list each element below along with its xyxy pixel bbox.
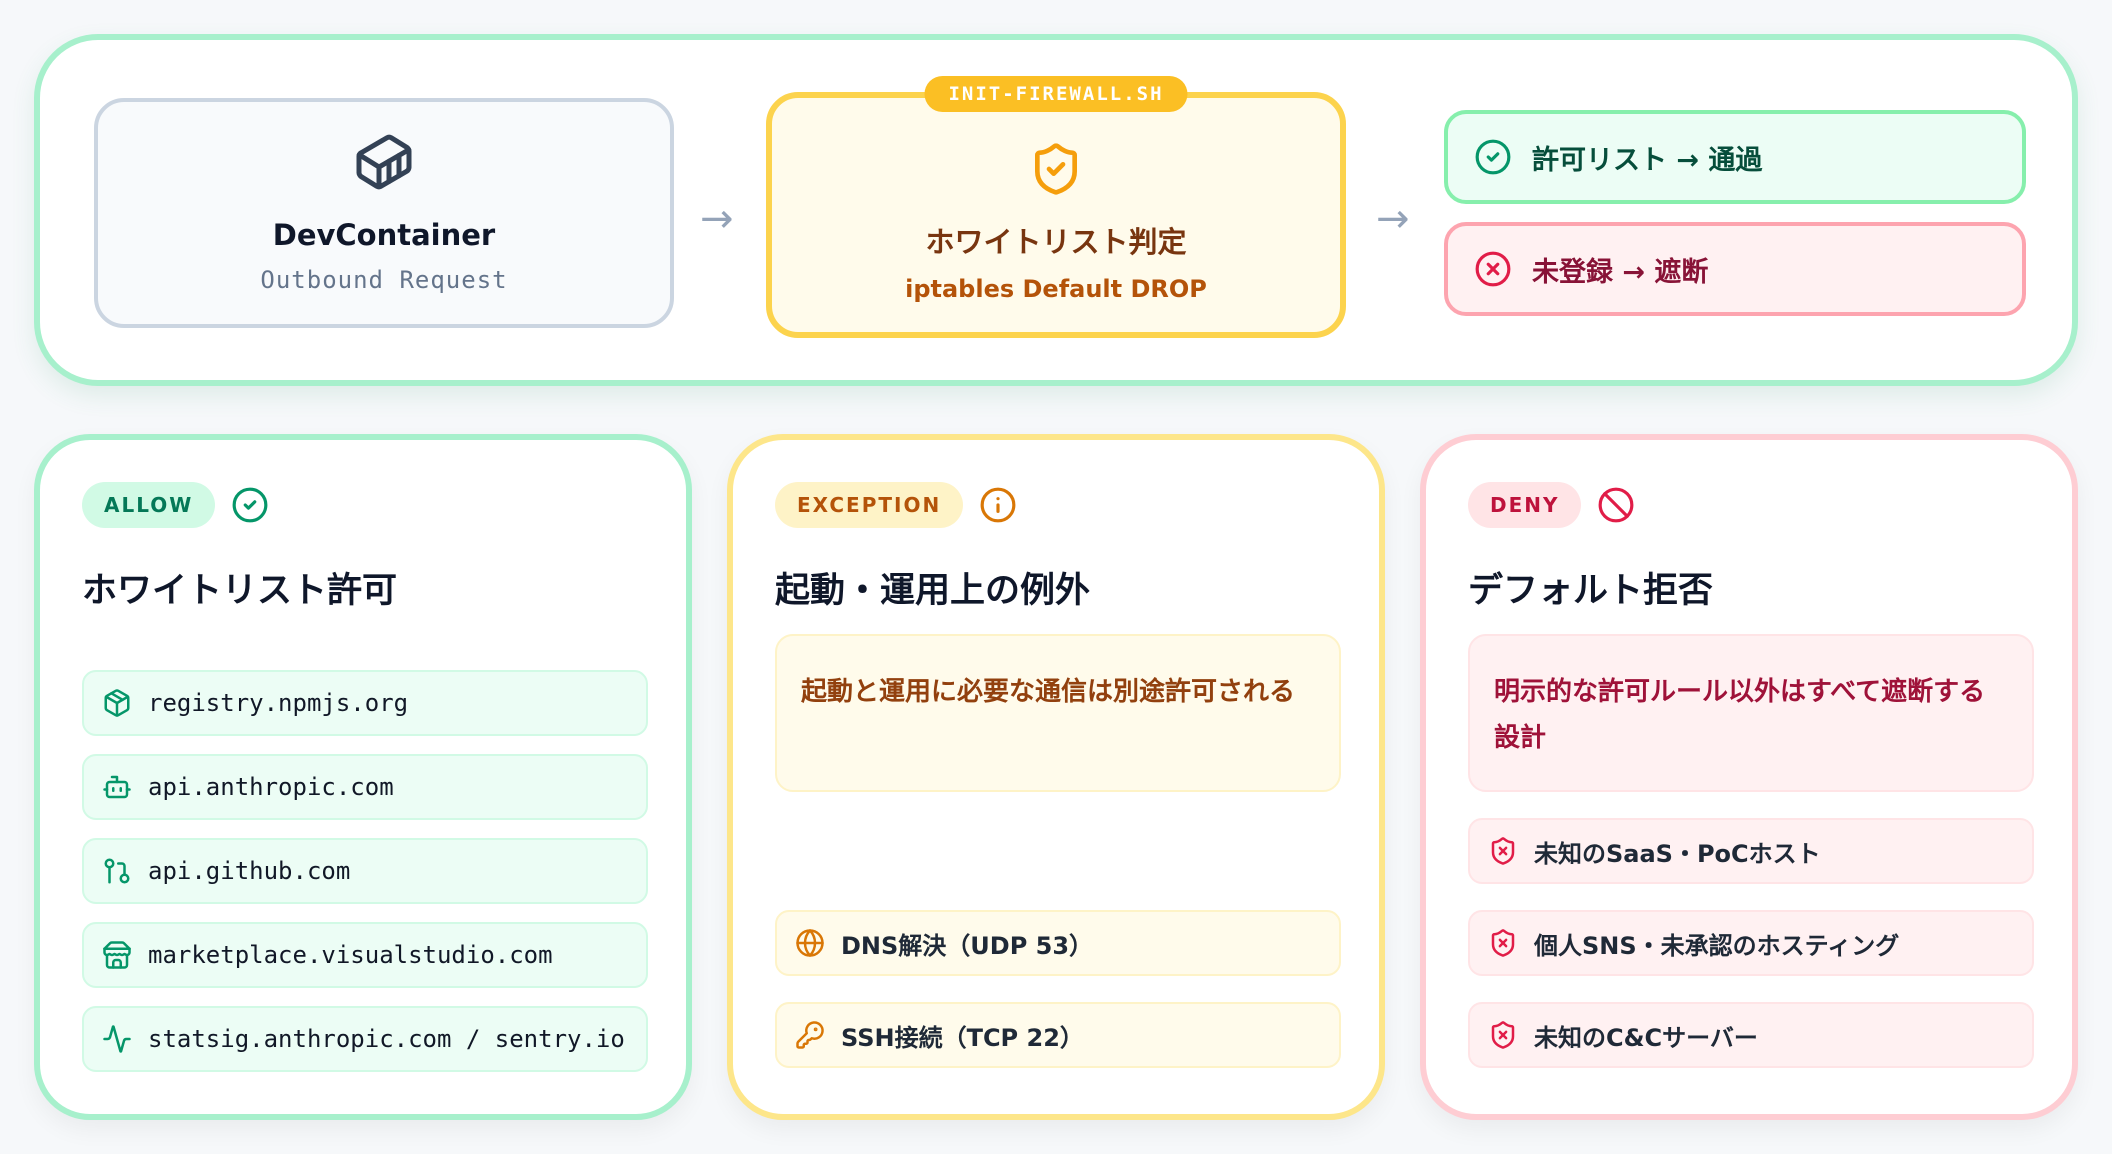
list-item-label: statsig.anthropic.com / sentry.io	[148, 1025, 625, 1053]
git-pull-request-icon	[102, 856, 132, 886]
list-item: 個人SNS・未承認のホスティング	[1468, 910, 2034, 976]
info-icon	[979, 486, 1017, 524]
devcontainer-title: DevContainer	[272, 218, 496, 252]
shield-x-icon	[1488, 1020, 1518, 1050]
list-item: marketplace.visualstudio.com	[82, 922, 648, 988]
firewall-subtitle: iptables Default DROP	[905, 275, 1207, 303]
result-deny: 未登録 → 遮断	[1444, 222, 2026, 316]
list-item-label: 個人SNS・未承認のホスティング	[1534, 931, 1900, 960]
exception-card-title: 起動・運用上の例外	[775, 571, 1091, 611]
deny-card: DENY デフォルト拒否 明示的な許可ルール以外はすべて遮断する設計 未知のSa…	[1420, 434, 2078, 1120]
devcontainer-node: DevContainer Outbound Request	[94, 98, 674, 328]
list-item: registry.npmjs.org	[82, 670, 648, 736]
allow-card: ALLOW ホワイトリスト許可 registry.npmjs.org api.a…	[34, 434, 692, 1120]
list-item-label: DNS解決（UDP 53）	[841, 931, 1094, 960]
exception-tag: EXCEPTION	[775, 482, 964, 528]
key-icon	[795, 1020, 825, 1050]
package-icon	[102, 688, 132, 718]
allow-card-title: ホワイトリスト許可	[82, 571, 398, 611]
list-item: api.anthropic.com	[82, 754, 648, 820]
result-allow: 許可リスト → 通過	[1444, 110, 2026, 204]
list-item: DNS解決（UDP 53）	[775, 910, 1341, 976]
deny-note: 明示的な許可ルール以外はすべて遮断する設計	[1468, 634, 2034, 792]
list-item-label: api.anthropic.com	[148, 773, 394, 801]
list-item: api.github.com	[82, 838, 648, 904]
x-circle-icon	[1474, 250, 1512, 288]
store-icon	[102, 940, 132, 970]
firewall-script-badge: INIT-FIREWALL.SH	[924, 76, 1188, 112]
globe-icon	[795, 928, 825, 958]
shield-x-icon	[1488, 928, 1518, 958]
list-item: 未知のSaaS・PoCホスト	[1468, 818, 2034, 884]
bot-icon	[102, 772, 132, 802]
deny-card-title: デフォルト拒否	[1468, 571, 1714, 611]
ban-icon	[1597, 486, 1635, 524]
flow-arrow: →	[1376, 196, 1410, 242]
exception-card: EXCEPTION 起動・運用上の例外 起動と運用に必要な通信は別途許可される …	[727, 434, 1385, 1120]
list-item-label: SSH接続（TCP 22）	[841, 1023, 1084, 1052]
firewall-flow-panel: DevContainer Outbound Request → INIT-FIR…	[34, 34, 2078, 386]
list-item: statsig.anthropic.com / sentry.io	[82, 1006, 648, 1072]
list-item: 未知のC&Cサーバー	[1468, 1002, 2034, 1068]
container-icon	[352, 132, 416, 196]
list-item-label: marketplace.visualstudio.com	[148, 941, 553, 969]
list-item-label: 未知のC&Cサーバー	[1534, 1023, 1758, 1052]
list-item: SSH接続（TCP 22）	[775, 1002, 1341, 1068]
allow-tag: ALLOW	[82, 482, 216, 528]
result-allow-label: 許可リスト → 通過	[1532, 144, 1763, 176]
shield-check-icon	[1028, 139, 1084, 203]
list-item-label: 未知のSaaS・PoCホスト	[1534, 839, 1821, 868]
firewall-node: INIT-FIREWALL.SH ホワイトリスト判定 iptables Defa…	[766, 76, 1346, 338]
exception-note: 起動と運用に必要な通信は別途許可される	[775, 634, 1341, 792]
result-deny-label: 未登録 → 遮断	[1532, 256, 1709, 288]
firewall-title: ホワイトリスト判定	[925, 225, 1187, 259]
deny-tag: DENY	[1468, 482, 1582, 528]
devcontainer-subtitle: Outbound Request	[260, 266, 508, 294]
list-item-label: registry.npmjs.org	[148, 689, 409, 717]
check-circle-icon	[231, 486, 269, 524]
activity-icon	[102, 1024, 132, 1054]
flow-arrow: →	[700, 196, 734, 242]
check-circle-icon	[1474, 138, 1512, 176]
shield-x-icon	[1488, 836, 1518, 866]
list-item-label: api.github.com	[148, 857, 351, 885]
